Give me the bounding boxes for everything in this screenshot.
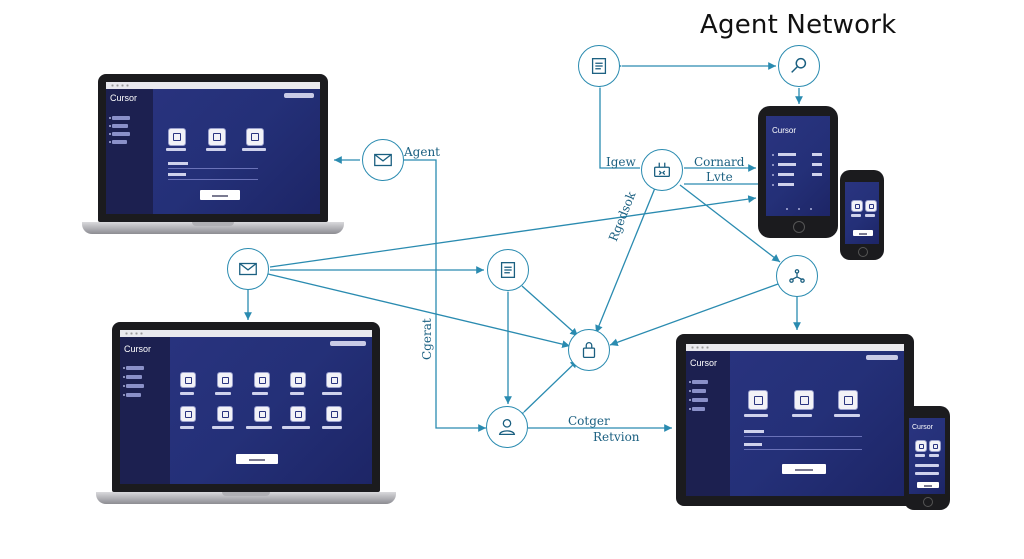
app-icon[interactable] [254, 372, 270, 388]
search-icon [791, 57, 807, 73]
app-icon[interactable] [326, 372, 342, 388]
node-document-top[interactable] [578, 45, 620, 87]
edge-label-lvte: Lvte [706, 170, 733, 184]
edge-mail-tablet [269, 195, 757, 268]
app-icon[interactable] [838, 390, 858, 410]
app-icon[interactable] [915, 440, 927, 452]
edge-label-cotger: Cotger [568, 414, 610, 428]
node-share[interactable] [776, 255, 818, 297]
share-icon [789, 269, 805, 283]
edge-label-agent: Agent [404, 145, 440, 159]
app-icon[interactable] [290, 372, 306, 388]
edge-label-cornard: Cornard [694, 155, 745, 169]
node-lock[interactable] [568, 329, 610, 371]
edge-hub-lock [595, 187, 656, 334]
laptop-bottom-left-screen: Cursor [120, 330, 372, 484]
laptop-top-left: Cursor [82, 74, 344, 234]
edge-hub-share [679, 184, 781, 263]
brand-label: Cursor [912, 424, 934, 431]
app-icon[interactable] [168, 128, 186, 146]
app-icon[interactable] [254, 406, 270, 422]
edge-mailtop-person [404, 159, 486, 432]
home-button[interactable] [793, 221, 805, 233]
home-button[interactable] [858, 247, 868, 257]
edge-label-retvion: Retvion [593, 430, 640, 444]
tablet-top-right: Cursor [758, 106, 838, 238]
node-router-hub[interactable] [641, 149, 683, 191]
edge-mail-lock [267, 273, 571, 348]
app-icon[interactable] [217, 406, 233, 422]
laptop-top-left-screen: Cursor [106, 82, 320, 214]
app-icon[interactable] [929, 440, 941, 452]
app-icon[interactable] [180, 406, 196, 422]
home-button[interactable] [923, 497, 933, 507]
edge-person-lock [515, 359, 579, 421]
brand-label: Cursor [690, 358, 718, 368]
brand-label: Cursor [772, 126, 797, 135]
edge-label-cgerat: Cgerat [420, 318, 434, 360]
edge-doc-hub [596, 80, 640, 169]
app-icon[interactable] [851, 200, 863, 212]
brand-label: Cursor [124, 344, 152, 354]
monitor-screen: Cursor [686, 344, 904, 496]
app-icon[interactable] [794, 390, 814, 410]
node-envelope-left[interactable] [227, 248, 269, 290]
phone-screen: Cursor [909, 418, 945, 494]
node-search[interactable] [778, 45, 820, 87]
primary-button[interactable] [782, 464, 826, 474]
phone-top-right [840, 170, 884, 260]
primary-button[interactable] [200, 190, 240, 200]
app-icon[interactable] [208, 128, 226, 146]
edge-label-igew: Igew [606, 155, 636, 169]
tablet-bottom-right: Cursor [676, 334, 914, 506]
brand-label: Cursor [110, 93, 138, 103]
primary-button[interactable] [853, 230, 873, 236]
laptop-bottom-left: Cursor [96, 322, 396, 504]
app-icon[interactable] [290, 406, 306, 422]
app-icon[interactable] [865, 200, 877, 212]
app-icon[interactable] [180, 372, 196, 388]
phone-screen [845, 182, 879, 244]
document-icon [500, 262, 516, 278]
diagram-title: Agent Network [700, 10, 897, 40]
phone-bottom-right: Cursor [904, 406, 950, 510]
primary-button[interactable] [236, 454, 278, 464]
node-person[interactable] [486, 406, 528, 448]
node-document-middle[interactable] [487, 249, 529, 291]
edge-docmid-lock [521, 285, 579, 337]
document-icon [591, 58, 607, 74]
node-envelope-top[interactable] [362, 139, 404, 181]
envelope-icon [374, 153, 392, 167]
edge-share-lock [609, 283, 779, 347]
envelope-icon [239, 262, 257, 276]
app-icon[interactable] [326, 406, 342, 422]
router-icon [654, 162, 670, 178]
app-icon[interactable] [748, 390, 768, 410]
lock-icon [582, 342, 596, 358]
app-icon[interactable] [246, 128, 264, 146]
primary-button[interactable] [917, 482, 939, 488]
tablet-screen: Cursor [766, 116, 830, 216]
app-icon[interactable] [217, 372, 233, 388]
person-icon [498, 419, 516, 435]
